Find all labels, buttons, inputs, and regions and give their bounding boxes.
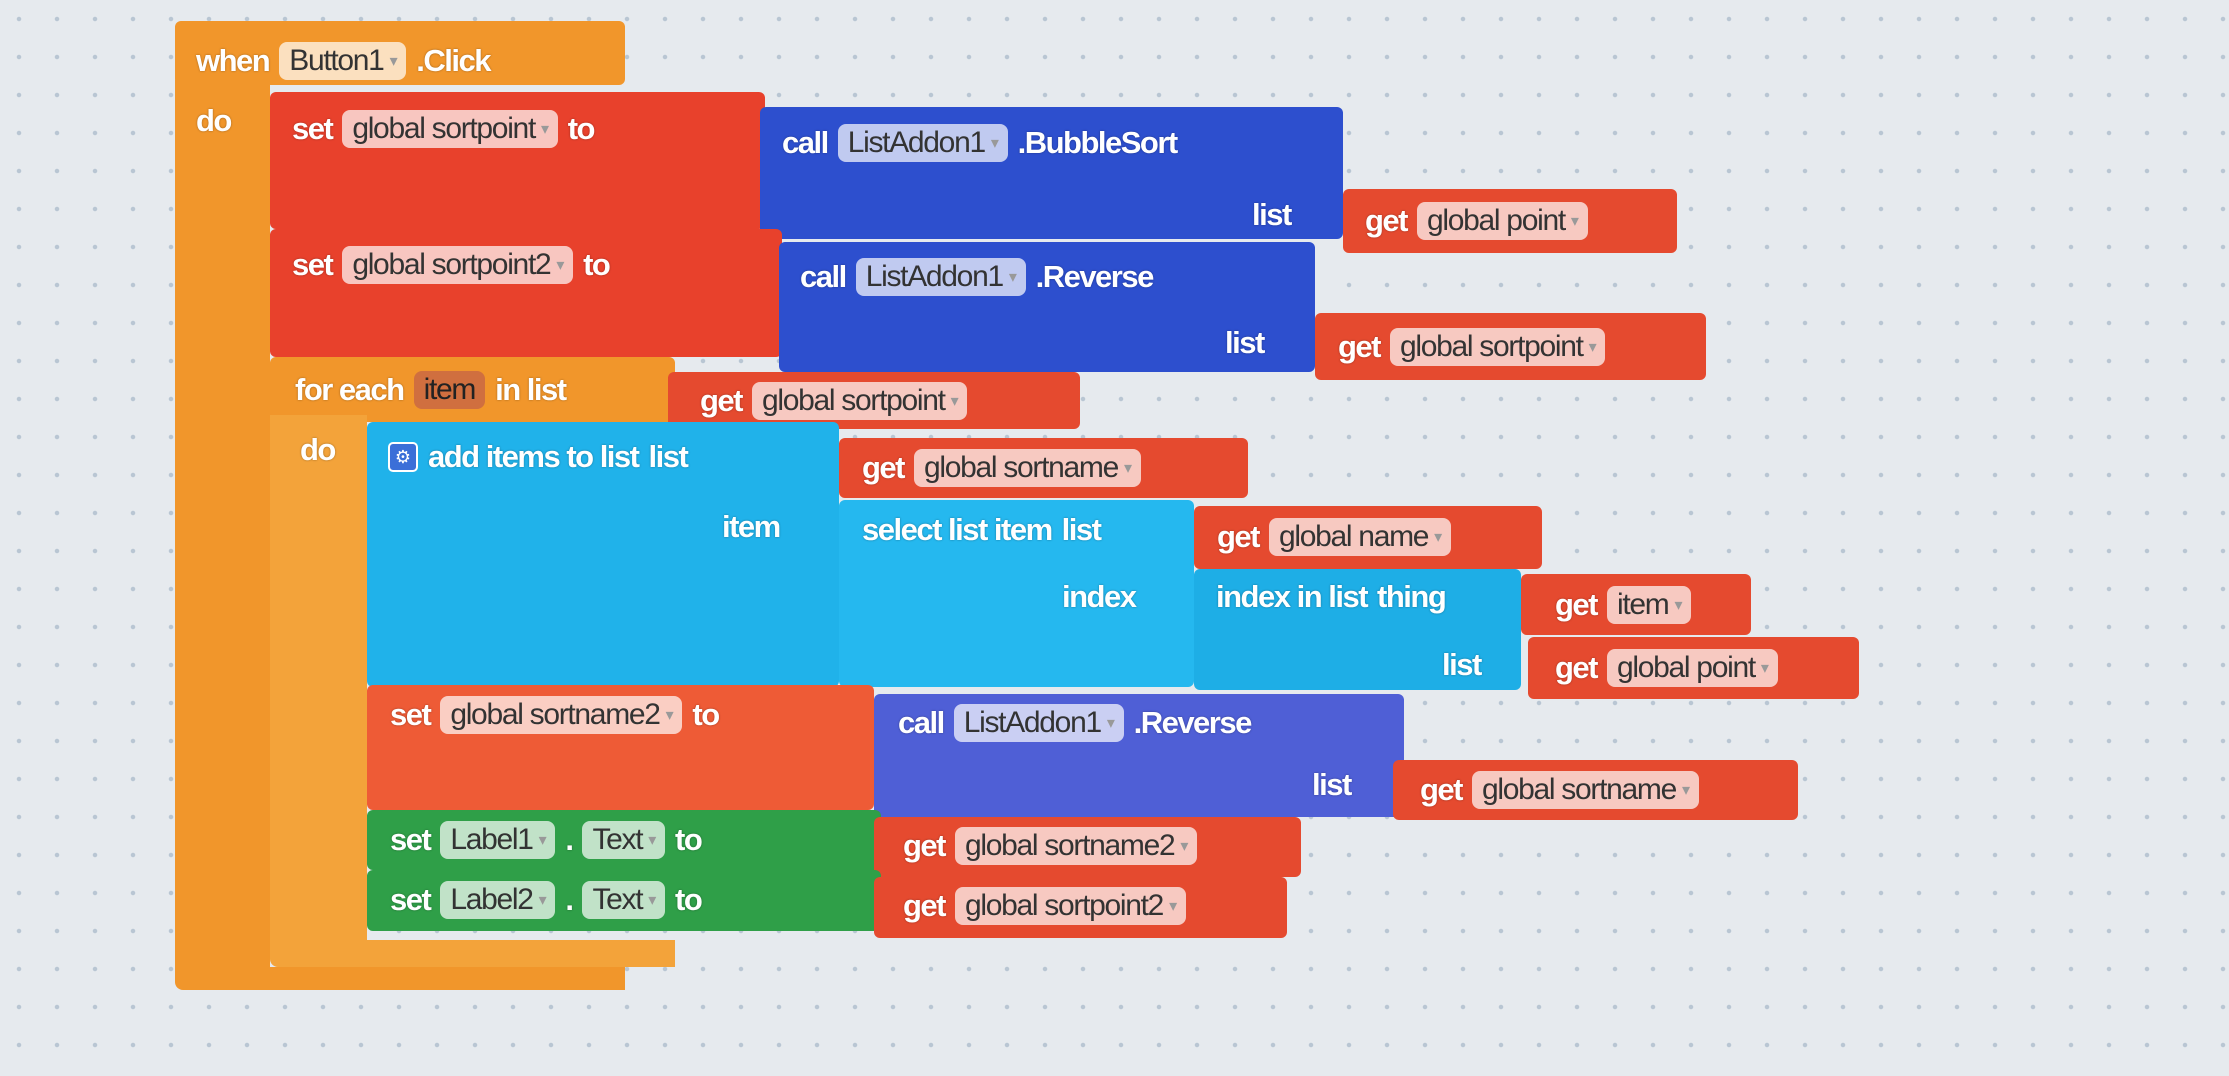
event-name: .Click	[416, 43, 491, 78]
set-label: set	[390, 697, 432, 732]
set-label: set	[390, 822, 432, 857]
get-label: get	[700, 383, 744, 418]
get-label: get	[1338, 329, 1382, 364]
variable-dropdown[interactable]: global point▾	[1417, 202, 1588, 240]
for-each-bottom	[280, 940, 675, 967]
for-each-do-arm	[270, 415, 367, 967]
get-label: get	[1555, 587, 1599, 622]
add-items-to-list-block[interactable]	[367, 422, 839, 687]
do-label: do	[196, 103, 232, 138]
loop-variable-field[interactable]: item	[413, 371, 486, 409]
add-items-label: add items to list	[428, 439, 640, 474]
method-name: .BubbleSort	[1017, 125, 1179, 160]
call-label: call	[898, 705, 945, 740]
to-label: to	[583, 247, 611, 282]
component-dropdown[interactable]: Label1▾	[440, 821, 556, 859]
variable-dropdown[interactable]: global sortpoint▾	[342, 110, 558, 148]
get-label: get	[1217, 519, 1261, 554]
to-label: to	[675, 822, 703, 857]
component-dropdown[interactable]: Label2▾	[440, 881, 556, 919]
variable-dropdown[interactable]: global sortname2▾	[955, 827, 1198, 865]
chevron-down-icon: ▾	[389, 53, 398, 70]
to-label: to	[567, 111, 596, 146]
dot-label: .	[565, 882, 574, 917]
when-label: when	[196, 43, 271, 78]
index-in-list-label: index in list	[1216, 579, 1369, 614]
list-label: list	[1442, 647, 1482, 682]
method-name: .Reverse	[1035, 259, 1155, 294]
property-dropdown[interactable]: Text▾	[582, 821, 666, 859]
variable-dropdown[interactable]: global sortpoint▾	[1390, 328, 1606, 366]
index-label: index	[1062, 579, 1137, 614]
arg-label: list	[1225, 325, 1265, 360]
mutator-gear-icon[interactable]: ⚙	[388, 442, 418, 472]
get-label: get	[903, 888, 947, 923]
thing-label: thing	[1377, 579, 1447, 614]
variable-dropdown[interactable]: global sortname2▾	[440, 696, 683, 734]
variable-dropdown[interactable]: global sortname▾	[1472, 771, 1699, 809]
to-label: to	[675, 882, 703, 917]
get-label: get	[862, 450, 906, 485]
variable-dropdown[interactable]: global point▾	[1607, 649, 1778, 687]
variable-dropdown[interactable]: global name▾	[1269, 518, 1451, 556]
to-label: to	[692, 697, 720, 732]
for-each-label: for each	[295, 372, 405, 407]
do-label: do	[300, 432, 336, 467]
event-do-arm	[175, 80, 270, 990]
list-label: list	[1061, 512, 1102, 547]
set-label: set	[292, 111, 334, 146]
variable-dropdown[interactable]: item▾	[1607, 586, 1692, 624]
dot-label: .	[565, 822, 574, 857]
component-dropdown[interactable]: ListAddon1▾	[953, 704, 1124, 742]
in-list-label: in list	[495, 372, 567, 407]
get-label: get	[1365, 203, 1409, 238]
select-list-item-block[interactable]	[839, 500, 1194, 687]
item-label: item	[722, 509, 781, 544]
variable-dropdown[interactable]: global sortpoint▾	[752, 382, 968, 420]
set-label: set	[390, 882, 432, 917]
variable-dropdown[interactable]: global sortpoint2▾	[342, 246, 574, 284]
property-dropdown[interactable]: Text▾	[582, 881, 666, 919]
select-list-item-label: select list item	[862, 512, 1053, 547]
call-label: call	[800, 259, 847, 294]
variable-dropdown[interactable]: global sortname▾	[914, 449, 1141, 487]
get-label: get	[903, 828, 947, 863]
arg-label: list	[1252, 197, 1292, 232]
set-label: set	[292, 247, 334, 282]
call-label: call	[782, 125, 829, 160]
component-dropdown[interactable]: Button1▾	[279, 42, 407, 80]
component-dropdown[interactable]: ListAddon1▾	[855, 258, 1026, 296]
index-in-list-block[interactable]	[1194, 569, 1521, 690]
arg-label: list	[1312, 767, 1352, 802]
variable-dropdown[interactable]: global sortpoint2▾	[955, 887, 1186, 925]
method-name: .Reverse	[1133, 705, 1253, 740]
component-dropdown[interactable]: ListAddon1▾	[837, 124, 1008, 162]
event-bottom-bar	[185, 967, 625, 990]
get-label: get	[1420, 772, 1464, 807]
list-label: list	[648, 439, 688, 474]
get-label: get	[1555, 650, 1599, 685]
